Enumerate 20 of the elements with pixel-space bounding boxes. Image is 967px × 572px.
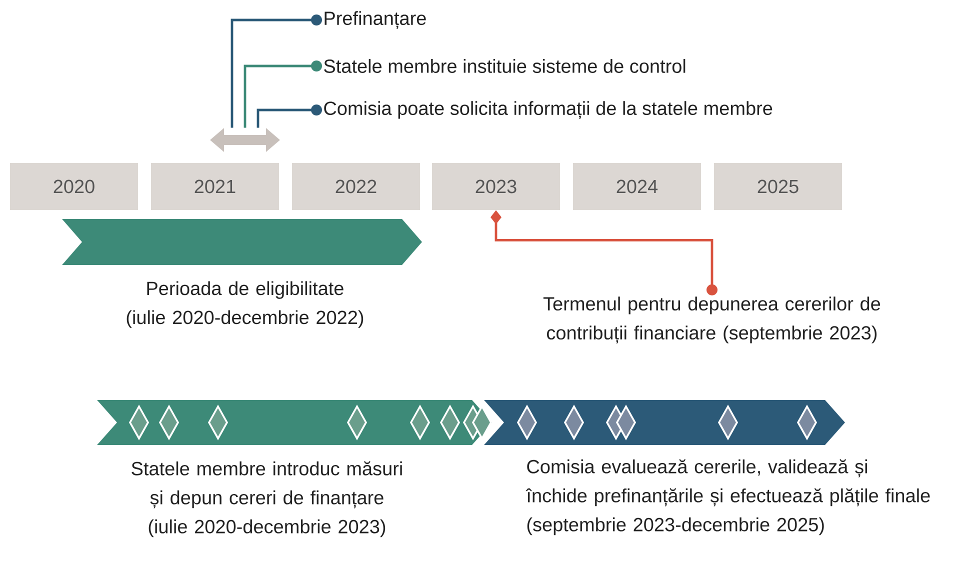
year-box: 2022 [292, 163, 420, 210]
double-arrow [210, 128, 280, 152]
caption-text: Statele membre introduc măsuri și depun cereri de finanțare (iulie 2020-decembrie 2023) [132, 461, 402, 538]
chevron-bar [484, 400, 845, 445]
chevron-bar [97, 400, 492, 445]
annotation-text: Comisia poate solicita informații de la statele membre [324, 101, 772, 119]
connector-line [230, 14, 322, 128]
annotation-text: Statele membre instituie sisteme de control [324, 59, 686, 73]
annotation-text: Prefinanțare [324, 11, 426, 29]
year-box: 2024 [573, 163, 701, 210]
deadline-text: Termenul pentru depunerea cererilor de contribuții financiare (septembrie 2023) [543, 296, 880, 344]
year-box: 2023 [432, 163, 560, 210]
connector-line [256, 104, 322, 128]
year-box: 2021 [151, 163, 279, 210]
caption-text: Comisia evaluează cererile, validează și închide prefinanțările și efectuează plățile finale (septembrie 2023-decembrie 2025) [526, 459, 930, 536]
caption-text: Perioada de eligibilitate (iulie 2020-decembrie 2022) [126, 281, 364, 328]
year-box: 2020 [10, 163, 138, 210]
year-box: 2025 [714, 163, 842, 210]
chevron-bar [62, 219, 422, 265]
connector-line [244, 60, 322, 128]
